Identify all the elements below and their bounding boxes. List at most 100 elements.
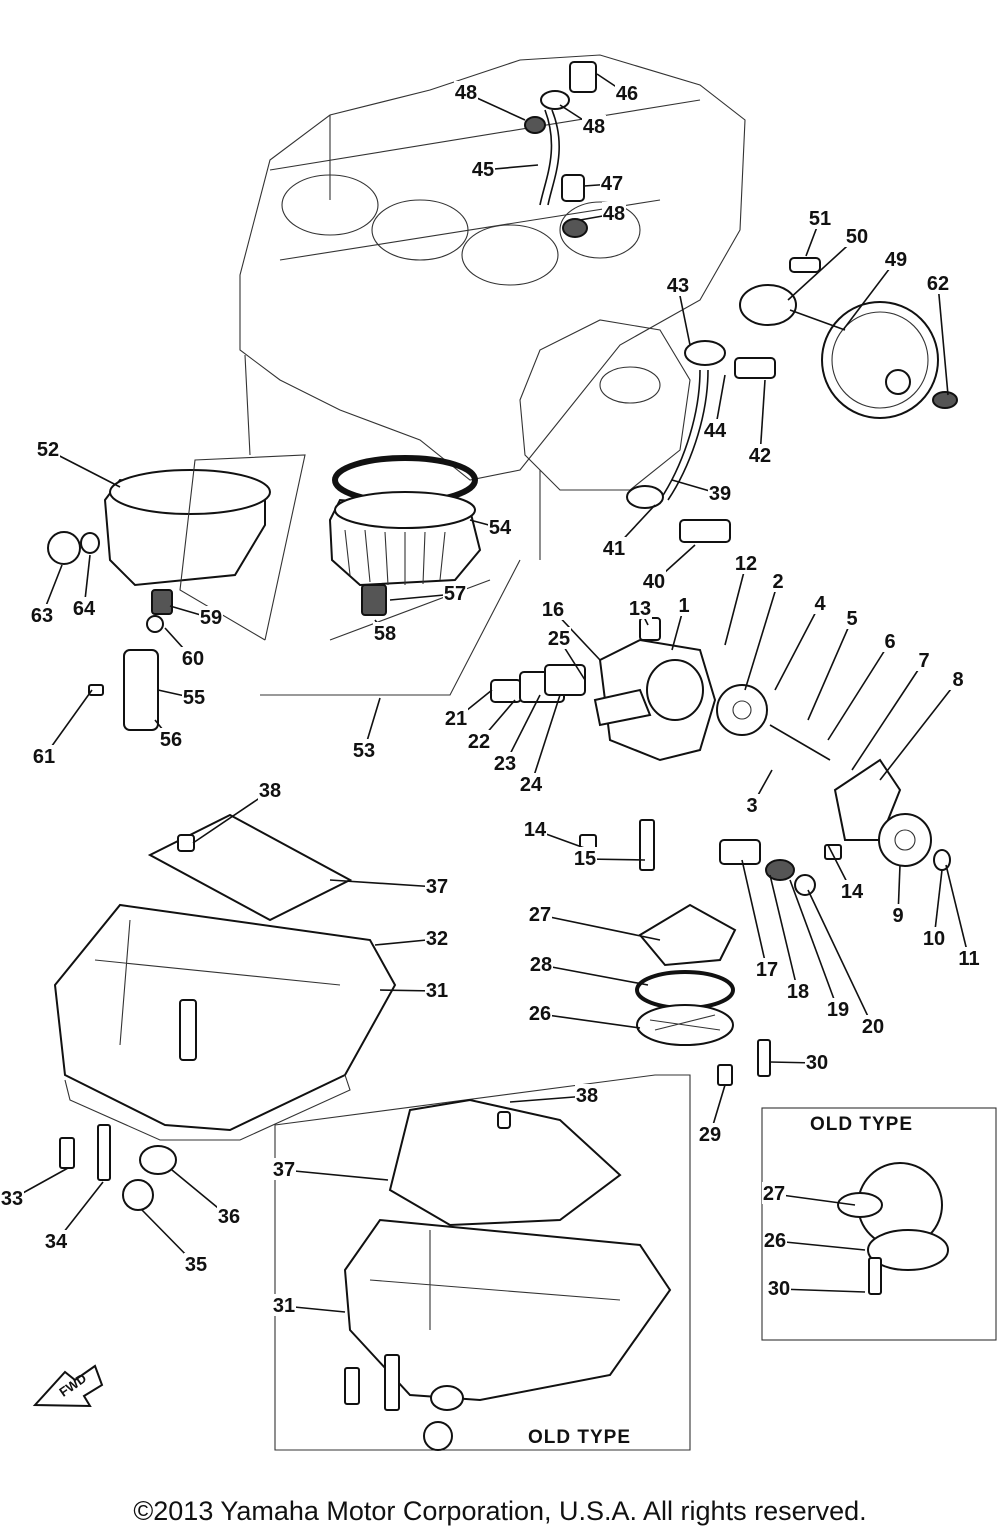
part-number-label: 11 [958, 948, 979, 970]
part-number-label: 32 [426, 928, 448, 950]
exploded-parts-diagram: FWD OLD TYPE OLD TYPE 123456789101112131… [0, 54, 997, 1451]
label-backing [840, 880, 864, 902]
leader-line [539, 1013, 641, 1029]
label-backing [425, 875, 449, 897]
label-backing [826, 998, 850, 1020]
leader-line [842, 259, 897, 331]
label-backing [708, 482, 732, 504]
label-backing [425, 979, 449, 1001]
part-number-label: 4 [814, 593, 826, 615]
part-number-label: 46 [616, 83, 638, 105]
label-backing [217, 1205, 241, 1227]
part-number-label: 27 [529, 904, 551, 926]
leader-line [741, 859, 768, 971]
leader-line [329, 879, 438, 888]
label-backing [767, 1277, 791, 1299]
label-backing [884, 248, 908, 270]
label-backing [740, 794, 764, 816]
oil-delivery-pipes [524, 61, 776, 543]
label-backing [762, 1182, 786, 1204]
oil-pump-assembly [490, 617, 951, 896]
label-backing [573, 847, 597, 869]
leader-line [807, 618, 853, 721]
label-backing [602, 202, 626, 224]
part-number-label: 2 [772, 571, 783, 593]
leader-line [773, 1193, 856, 1206]
part-number-label: 12 [735, 553, 757, 575]
label-backing [272, 1294, 296, 1316]
leader-line [937, 283, 949, 396]
part-number-label: 26 [764, 1230, 786, 1252]
part-number-label: 58 [374, 623, 396, 645]
part-number-label: 15 [574, 848, 596, 870]
label-backing [471, 158, 495, 180]
label-backing [44, 1230, 68, 1252]
leader-line [787, 236, 858, 301]
oil-pan-new-type [53, 813, 397, 1211]
part-number-label: 60 [182, 648, 204, 670]
label-backing [666, 274, 690, 296]
leader-line [879, 679, 959, 781]
part-number-label: 38 [576, 1085, 598, 1107]
label-backing [529, 953, 553, 975]
part-number-label: 3 [746, 795, 757, 817]
label-backing [642, 570, 666, 592]
oil-strainer [635, 903, 771, 1086]
part-number-label: 52 [37, 439, 59, 461]
callout-labels: 1234567891011121314141516171819202122232… [0, 73, 981, 1317]
label-backing [734, 552, 758, 574]
label-backing [628, 597, 652, 619]
leader-line [778, 1288, 866, 1293]
leader-line [774, 603, 821, 691]
part-number-label: 59 [200, 607, 222, 629]
label-backing [272, 1158, 296, 1180]
label-backing [519, 773, 543, 795]
label-backing [493, 752, 517, 774]
label-backing [30, 604, 54, 626]
label-backing [755, 958, 779, 980]
label-backing [182, 686, 206, 708]
engine-crankcase [239, 54, 746, 560]
part-number-label: 28 [530, 954, 552, 976]
part-number-label: 16 [542, 599, 564, 621]
part-number-label: 55 [183, 687, 205, 709]
label-backing [808, 592, 832, 614]
label-backing [444, 707, 468, 729]
part-number-label: 37 [273, 1159, 295, 1181]
oil-pump-drive-gear [739, 257, 958, 419]
leader-line [945, 864, 970, 960]
part-number-label: 43 [667, 275, 689, 297]
part-number-label: 14 [524, 819, 547, 841]
part-number-label: 26 [529, 1003, 551, 1025]
leader-line [769, 874, 799, 993]
part-number-label: 19 [827, 999, 849, 1021]
part-number-label: 40 [643, 571, 665, 593]
label-backing [878, 630, 902, 652]
part-number-label: 18 [787, 981, 809, 1003]
part-number-label: 48 [603, 203, 625, 225]
leader-line [759, 379, 766, 457]
part-number-label: 6 [884, 631, 895, 653]
label-backing [861, 1015, 885, 1037]
label-backing [805, 1051, 829, 1073]
part-number-label: 61 [33, 746, 55, 768]
part-number-label: 20 [862, 1016, 884, 1038]
leader-line [192, 790, 271, 844]
label-backing [352, 739, 376, 761]
part-number-label: 29 [699, 1124, 721, 1146]
part-number-label: 57 [444, 583, 466, 605]
part-number-label: 22 [468, 731, 490, 753]
leader-line [789, 879, 839, 1011]
label-backing [615, 82, 639, 104]
label-backing [199, 606, 223, 628]
label-backing [467, 730, 491, 752]
leader-line [774, 1240, 866, 1251]
part-number-label: 37 [426, 876, 448, 898]
label-backing [541, 598, 565, 620]
leader-line [744, 581, 779, 691]
old-type-oil-pan-box [274, 1074, 691, 1451]
old-type-pan-title: OLD TYPE [528, 1427, 631, 1448]
label-backing [373, 622, 397, 644]
label-backing [926, 272, 950, 294]
label-backing [748, 444, 772, 466]
